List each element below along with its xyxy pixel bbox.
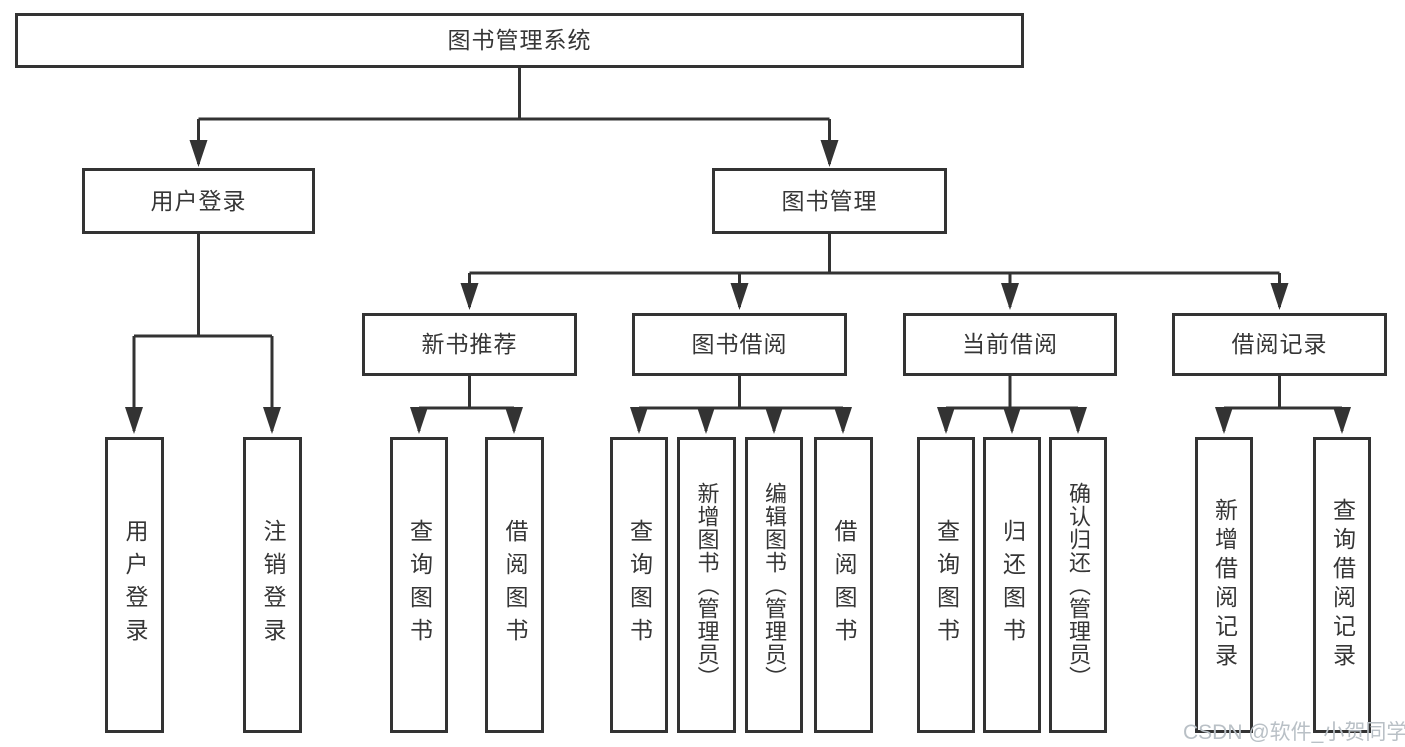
node-book-borrow: 图书借阅 — [632, 313, 847, 376]
leaf-confirm-return-admin: 确认归还（管理员） — [1049, 437, 1107, 733]
csdn-watermark: CSDN @软件_小贺同学 — [1183, 721, 1405, 744]
leaf-query-borrow-record: 查询借阅记录 — [1313, 437, 1371, 733]
node-current-borrow: 当前借阅 — [903, 313, 1117, 376]
node-new-book-recommend: 新书推荐 — [362, 313, 577, 376]
leaf-add-book-admin: 新增图书（管理员） — [677, 437, 736, 733]
leaf-query-book-recommend: 查询图书 — [390, 437, 448, 733]
node-book-management: 图书管理 — [712, 168, 947, 234]
leaf-borrow-book-recommend: 借阅图书 — [485, 437, 544, 733]
leaf-return-book: 归还图书 — [983, 437, 1041, 733]
leaf-user-login: 用户登录 — [105, 437, 164, 733]
node-user-login: 用户登录 — [82, 168, 315, 234]
leaf-borrow-book: 借阅图书 — [814, 437, 873, 733]
leaf-add-borrow-record: 新增借阅记录 — [1195, 437, 1253, 733]
node-borrow-records: 借阅记录 — [1172, 313, 1387, 376]
leaf-query-book-current: 查询图书 — [917, 437, 975, 733]
node-root: 图书管理系统 — [15, 13, 1024, 68]
leaf-edit-book-admin: 编辑图书（管理员） — [745, 437, 803, 733]
leaf-logout: 注销登录 — [243, 437, 302, 733]
leaf-query-book-borrow: 查询图书 — [610, 437, 668, 733]
